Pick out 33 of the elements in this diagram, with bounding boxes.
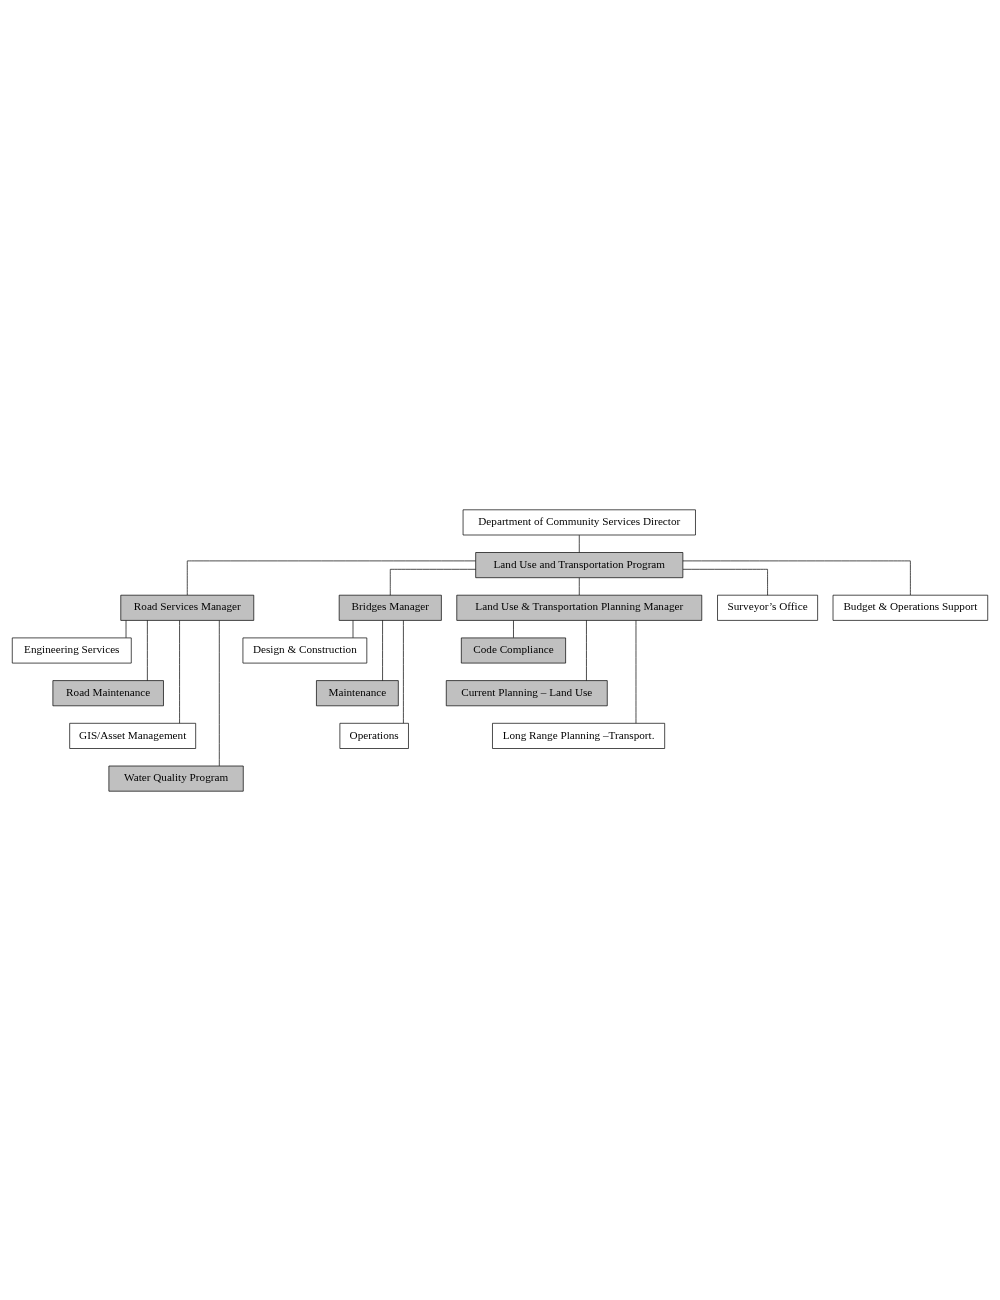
connector <box>382 619 383 681</box>
node-box: Budget & Operations Support <box>832 594 989 621</box>
connector <box>125 619 127 638</box>
node-box: Land Use & Transportation Planning Manager <box>456 594 703 621</box>
node-box: Water Quality Program <box>108 765 244 792</box>
node-box: Current Planning – Land Use <box>445 679 608 706</box>
connector <box>147 619 148 681</box>
connector <box>682 568 768 596</box>
connector <box>179 619 180 724</box>
node-box: Road Maintenance <box>52 679 164 706</box>
connector <box>586 619 587 681</box>
connector <box>682 560 911 595</box>
node-box: Land Use and Transportation Program <box>475 551 684 578</box>
node-box: GIS/Asset Management <box>69 722 197 749</box>
connector <box>389 568 476 596</box>
node-box: Maintenance <box>316 679 399 706</box>
connector <box>578 534 580 553</box>
node-box: Design & Construction <box>242 637 368 663</box>
connector <box>513 619 514 638</box>
node-box: Operations <box>339 722 409 749</box>
node-box: Long Range Planning –Transport. <box>492 722 666 749</box>
node-box: Surveyor’s Office <box>717 594 818 621</box>
connector <box>635 619 637 724</box>
node-box: Code Compliance <box>460 637 566 663</box>
connector <box>578 577 580 595</box>
node-box: Department of Community Services Director <box>462 508 696 535</box>
node-box: Engineering Services <box>11 637 132 663</box>
node-box: Bridges Manager <box>338 594 442 621</box>
connector <box>403 619 404 724</box>
connector <box>352 619 354 638</box>
node-box: Road Services Manager <box>120 594 255 621</box>
connector <box>218 619 220 766</box>
connector <box>186 560 476 595</box>
